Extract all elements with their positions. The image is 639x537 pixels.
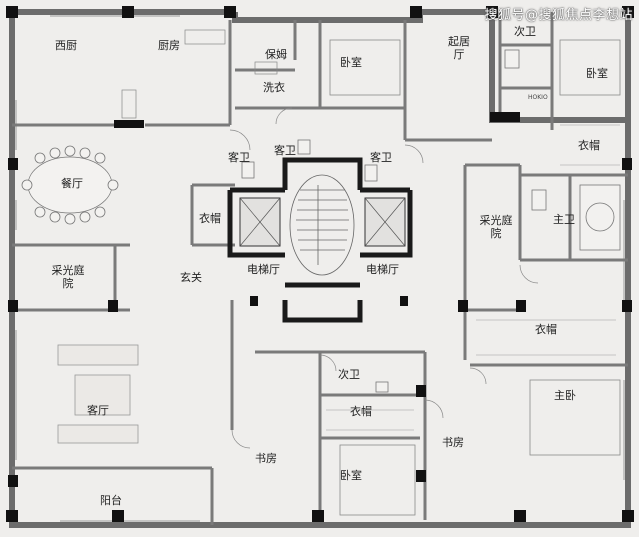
room-label-foyer: 玄关: [180, 271, 202, 284]
room-label-balcony: 阳台: [100, 494, 122, 507]
interior-walls: [12, 12, 628, 525]
room-label-elevator-hall-1: 电梯厅: [247, 263, 280, 276]
room-label-closet-right-top: 衣帽: [578, 139, 600, 152]
room-label-lightwell-right: 采光庭院: [479, 214, 513, 240]
room-label-laundry: 洗衣: [263, 81, 285, 94]
room-label-elevator-hall-2: 电梯厅: [366, 263, 399, 276]
room-label-bath-second: 次卫: [514, 25, 536, 38]
beds: [329, 39, 621, 516]
staircase: [289, 174, 355, 276]
room-label-west-kitchen: 西厨: [55, 39, 77, 52]
sofa-set: [57, 344, 139, 444]
room-label-bath-second-2: 次卫: [338, 368, 360, 381]
room-label-living-top: 起居厅: [448, 35, 470, 61]
room-label-guest-bath-3: 客卫: [370, 151, 392, 164]
room-label-study-right: 书房: [442, 436, 464, 449]
core-walls: [227, 157, 413, 323]
room-label-living: 客厅: [87, 404, 109, 417]
room-label-bedroom-right: 卧室: [586, 67, 608, 80]
room-label-guest-bath-1: 客卫: [228, 151, 250, 164]
doors: [229, 107, 539, 449]
room-label-kitchen: 厨房: [158, 39, 180, 52]
room-label-closet-left: 衣帽: [199, 212, 221, 225]
room-label-closet-master: 衣帽: [535, 323, 557, 336]
room-label-study-left: 书房: [255, 452, 277, 465]
room-label-guest-bath-2: 客卫: [274, 144, 296, 157]
room-label-bedroom-bottom: 卧室: [340, 469, 362, 482]
watermark-text: 搜狐号@搜狐焦点李想站: [484, 8, 633, 23]
room-label-lightwell-left: 采光庭院: [51, 264, 85, 290]
room-label-dining: 餐厅: [61, 177, 83, 190]
room-label-master-bedroom: 主卧: [554, 389, 576, 402]
columns: [6, 6, 634, 522]
room-label-master-bath: 主卫: [553, 213, 575, 226]
meter-label: HOKIO: [528, 94, 548, 101]
dining-table: [21, 145, 119, 225]
room-label-bedroom-top: 卧室: [340, 56, 362, 69]
room-label-maid: 保姆: [265, 48, 287, 61]
room-label-closet-mid: 衣帽: [350, 405, 372, 418]
